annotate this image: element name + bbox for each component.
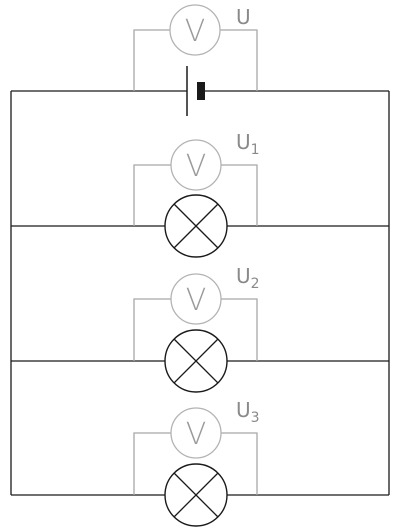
voltmeter-supply: V U: [133, 4, 258, 91]
branch-1: V U1: [11, 130, 389, 258]
voltmeter-supply-glyph: V: [185, 14, 206, 49]
label-supply-voltage: U: [236, 5, 251, 29]
voltmeter-2-glyph: V: [186, 283, 207, 318]
lamp-2-cross-b: [173, 338, 219, 384]
voltmeter-3-glyph: V: [186, 417, 207, 452]
label-voltage-2: U2: [236, 264, 260, 292]
branch-2: V U2: [11, 264, 389, 393]
branch-3: V U3: [11, 398, 389, 527]
voltmeter-1-glyph: V: [186, 149, 207, 184]
label-voltage-3: U3: [236, 398, 260, 426]
battery-negative-plate: [197, 82, 205, 100]
voltmeter-2-body: [170, 273, 222, 325]
label-voltage-1: U1: [236, 130, 260, 158]
lamp-1-cross-b: [173, 203, 219, 249]
voltmeter-1-body: [170, 139, 222, 191]
voltmeter-3-body: [170, 407, 222, 459]
lamp-3: [164, 463, 228, 527]
main-circuit: [10, 90, 390, 495]
lamp-2: [164, 329, 228, 393]
battery: [186, 66, 205, 116]
lamp-1: [164, 194, 228, 258]
voltmeter-supply-body: [169, 4, 221, 56]
lamp-3-cross-b: [173, 472, 219, 518]
